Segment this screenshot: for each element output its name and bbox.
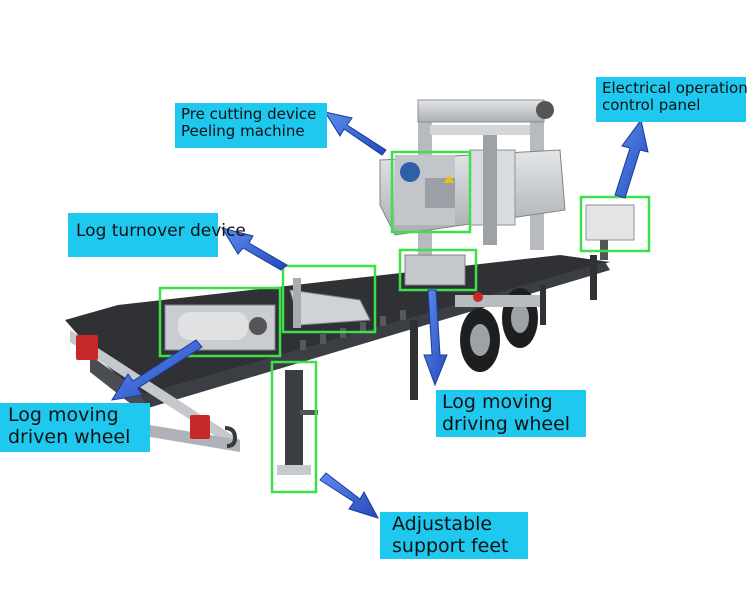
arrow-turnover — [220, 227, 288, 271]
label-line: Peeling machine — [181, 122, 305, 141]
label-electrical-panel: Electrical operation control panel — [596, 77, 748, 122]
highlight-turnover — [281, 264, 377, 334]
label-pre-cutting-device: Pre cutting device Peeling machine — [175, 103, 327, 148]
label-line: Pre cutting device — [181, 105, 317, 123]
label-line: Log turnover device — [76, 221, 246, 241]
label-log-moving-driving-wheel: Log moving driving wheel — [436, 390, 586, 437]
highlight-clamp — [398, 248, 478, 292]
arrow-driving — [423, 289, 448, 387]
arrow-feet — [319, 472, 380, 519]
highlight-driven-wheel — [158, 286, 282, 358]
arrow-driven — [110, 339, 203, 401]
label-line: driven wheel — [8, 425, 131, 448]
label-line: control panel — [602, 96, 701, 115]
label-line: Log moving — [442, 391, 553, 413]
arrow-precut — [323, 111, 387, 156]
label-line: Adjustable — [392, 513, 493, 535]
label-line: support feet — [392, 534, 509, 557]
label-line: Log moving — [8, 404, 119, 426]
highlight-control-panel — [579, 195, 651, 253]
label-line: Electrical operation — [602, 79, 748, 97]
label-adjustable-support-feet: Adjustable support feet — [380, 512, 528, 559]
arrow-electric — [614, 118, 649, 199]
label-line: driving wheel — [442, 412, 571, 435]
highlight-support-foot — [270, 360, 318, 494]
label-log-turnover-device: Log turnover device — [68, 213, 246, 257]
label-log-moving-driven-wheel: Log moving driven wheel — [0, 403, 150, 452]
highlight-saw-head — [390, 150, 472, 234]
